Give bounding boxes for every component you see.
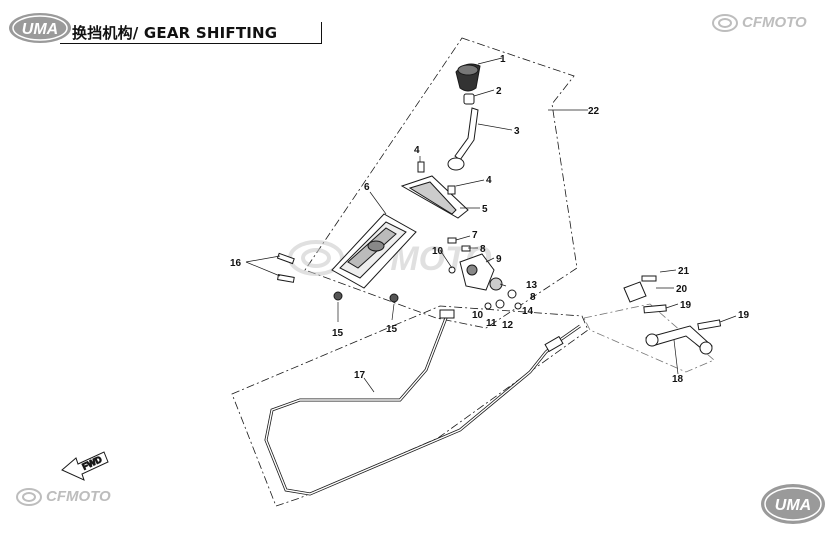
callout-19b: 19	[738, 310, 750, 321]
bolt-4a	[417, 161, 425, 173]
page-title: 换挡机构/ GEAR SHIFTING	[72, 24, 278, 42]
callout-21: 21	[678, 266, 690, 277]
nut-15a	[333, 291, 343, 301]
callout-11: 11	[486, 318, 497, 329]
shift-lever	[447, 107, 479, 171]
cfmoto-mark-icon-bottom	[16, 488, 42, 506]
callout-9: 9	[496, 254, 502, 265]
cable-outline	[231, 305, 589, 507]
shift-pedal	[623, 275, 722, 355]
callout-1: 1	[500, 54, 506, 65]
callout-8: 8	[480, 244, 486, 255]
callout-17: 17	[354, 370, 366, 381]
washer-10b	[484, 302, 492, 310]
shift-boot	[463, 93, 475, 105]
callout-22: 22	[588, 106, 600, 117]
fwd-arrow-icon: FWD	[61, 451, 109, 481]
hardware	[276, 161, 522, 310]
shift-cable	[264, 309, 581, 496]
callout-20: 20	[676, 284, 688, 295]
callout-4b: 4	[486, 175, 492, 186]
callout-18: 18	[672, 374, 684, 385]
pedal-outline	[583, 303, 715, 373]
callout-2: 2	[496, 86, 502, 97]
callout-labels: 1 2 3 22 4 4 5 6 7 8 9 10 16 13 8 14 10 …	[230, 54, 750, 385]
callout-5: 5	[482, 204, 488, 215]
nut-11	[495, 299, 505, 309]
uma-logo-icon: UMA	[9, 13, 71, 43]
pin-14	[514, 302, 522, 310]
washer-8b	[507, 289, 517, 299]
callout-16: 16	[230, 258, 242, 269]
bolt-4b	[447, 185, 456, 195]
callout-15b: 15	[386, 324, 398, 335]
uma-logo-text: UMA	[22, 21, 58, 38]
leader-lines	[245, 57, 737, 393]
callout-10b: 10	[472, 310, 484, 321]
callout-14: 14	[522, 306, 534, 317]
callout-6: 6	[364, 182, 370, 193]
bolt-16b	[277, 274, 295, 283]
callout-10: 10	[432, 246, 444, 257]
uma-logo-bottom-text: UMA	[775, 497, 811, 514]
callout-19a: 19	[680, 300, 692, 311]
callout-12: 12	[502, 320, 514, 331]
callout-7: 7	[472, 230, 478, 241]
callout-8b: 8	[530, 292, 536, 303]
bolt-16a	[276, 252, 295, 265]
shift-knob	[455, 63, 481, 92]
title-underline	[60, 43, 322, 44]
brand-bottom-left: CFMOTO	[46, 488, 111, 505]
bell-crank	[459, 253, 503, 291]
title-divider	[321, 22, 322, 44]
cover-plate	[400, 175, 469, 219]
uma-logo-bottom-icon: UMA	[761, 484, 825, 524]
pin-7	[447, 237, 457, 244]
gate-bracket	[331, 213, 417, 289]
callout-4a: 4	[414, 145, 420, 156]
nut-15b	[389, 293, 399, 303]
brand-top-right: CFMOTO	[742, 14, 807, 31]
washer-10	[448, 266, 456, 274]
cfmoto-mark-icon	[712, 14, 738, 32]
bolt-8	[461, 245, 471, 252]
assembly-outline	[304, 37, 578, 329]
callout-15a: 15	[332, 328, 344, 339]
callout-3: 3	[514, 126, 520, 137]
callout-13: 13	[526, 280, 538, 291]
